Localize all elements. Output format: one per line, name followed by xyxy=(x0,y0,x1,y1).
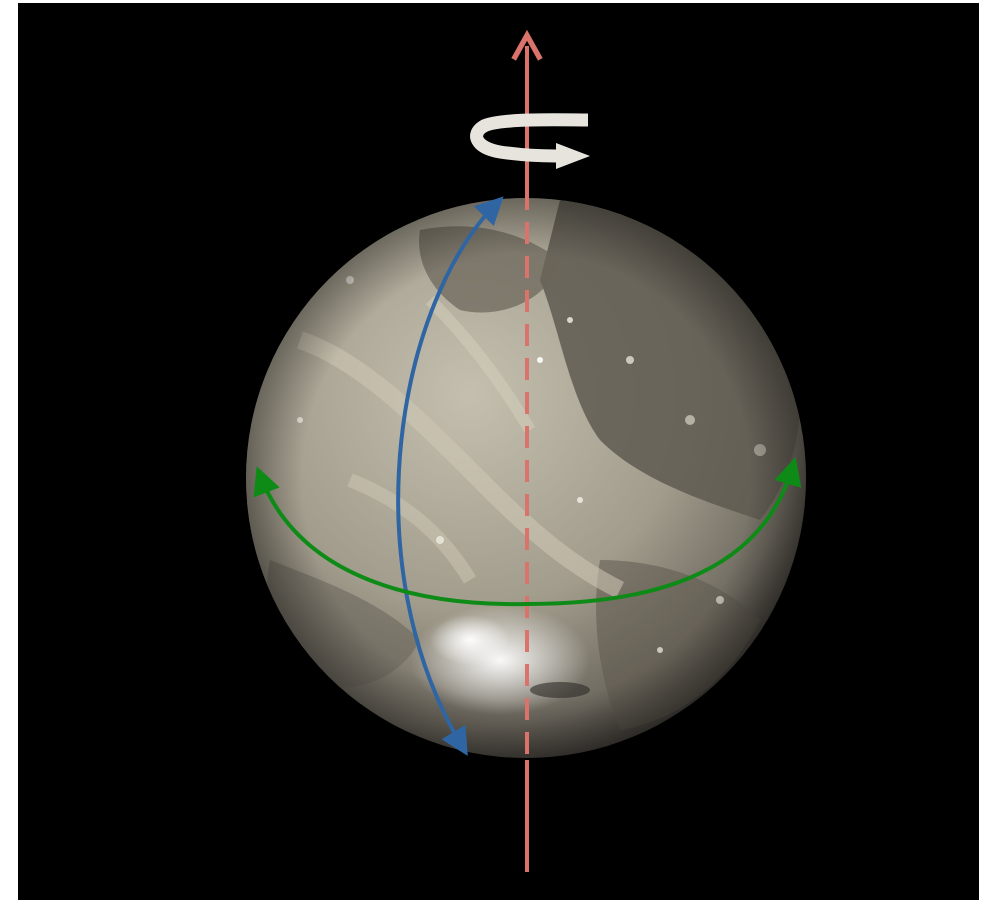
rotation-arrowhead-icon xyxy=(556,143,590,169)
equator-arc xyxy=(253,457,802,607)
rotation-indicator xyxy=(470,113,590,169)
rotation-indicator-back xyxy=(470,113,589,163)
meridian-arc xyxy=(396,196,504,757)
